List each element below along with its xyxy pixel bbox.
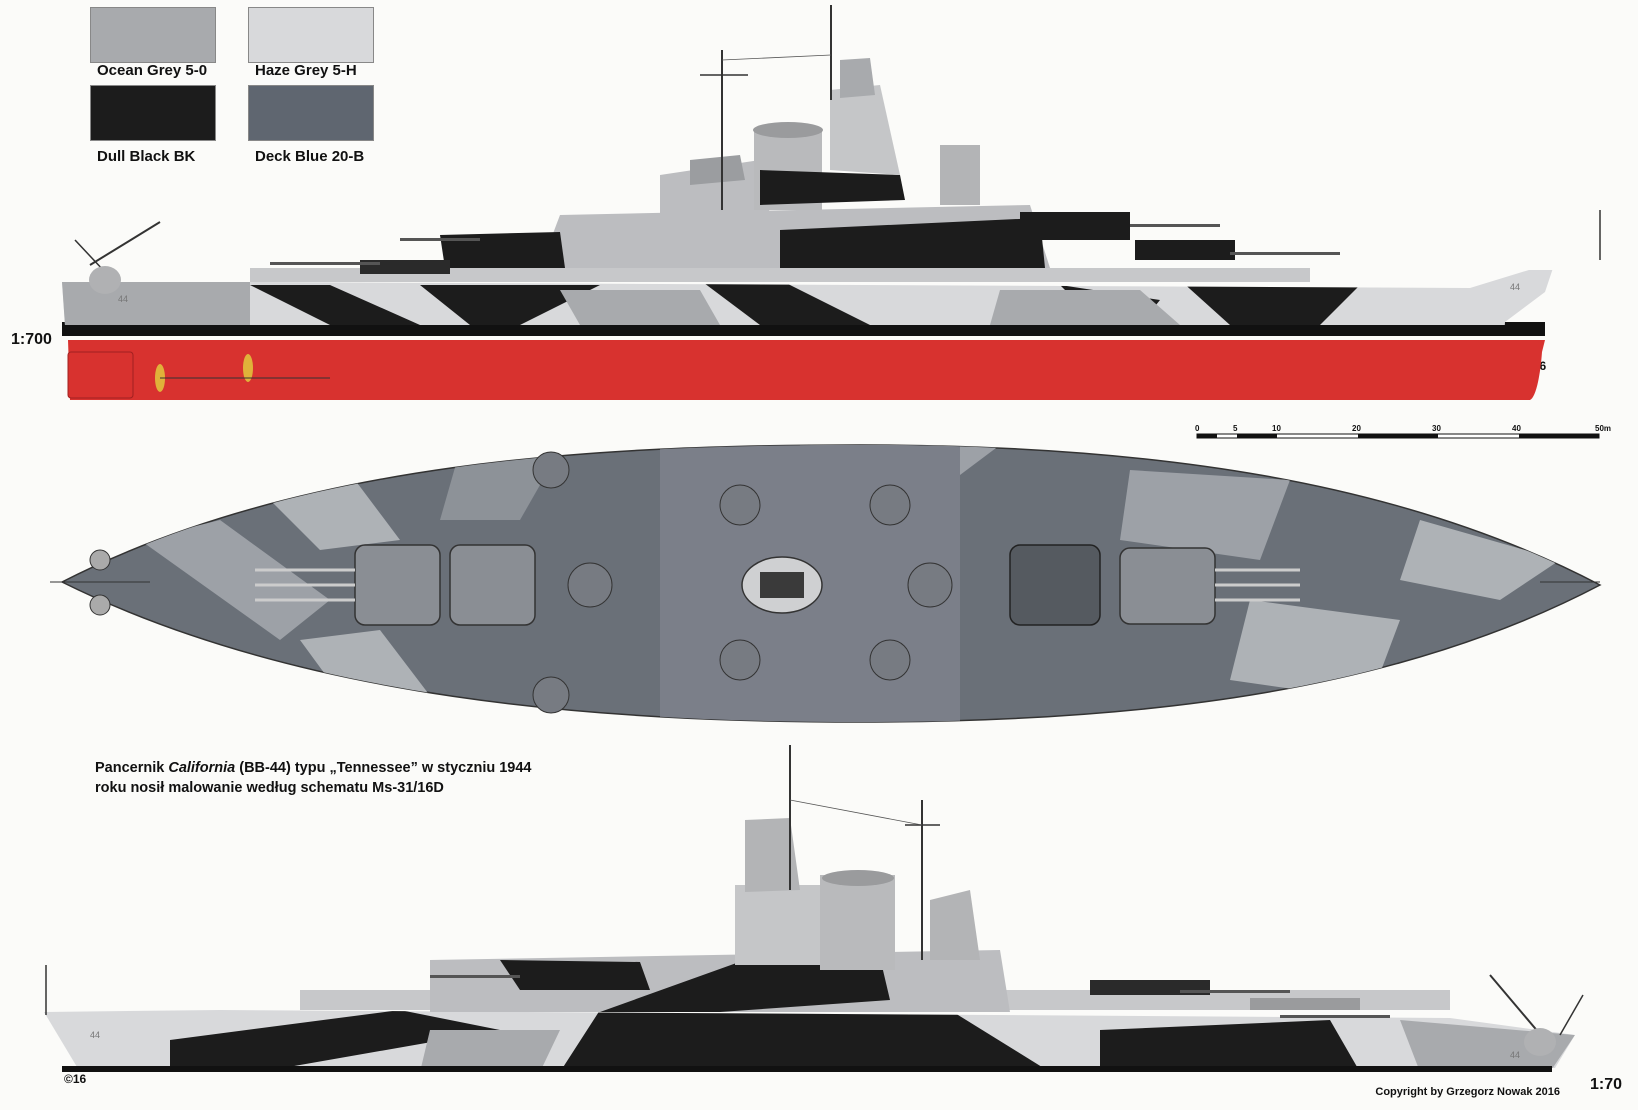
hull-number-bow: 44: [1510, 282, 1520, 292]
boot-top-stripe: [62, 322, 1545, 336]
legend-label-dull-black: Dull Black BK: [97, 148, 196, 165]
caption-suffix: (BB-44) typu „Tennessee” w styczniu 1944: [235, 760, 532, 776]
swatch-haze-grey: [248, 7, 374, 63]
scale-tick-0: 0: [1195, 424, 1200, 433]
scale-tick-50m: 50m: [1595, 424, 1611, 433]
profile-view-bottom: 44 44: [44, 745, 1584, 1072]
scale-bar: 0 5 10 20 30 40 50m: [1195, 424, 1611, 439]
legend-label-ocean-grey: Ocean Grey 5-0: [97, 62, 208, 79]
caption-line-2: roku nosił malowanie według schematu Ms-…: [95, 780, 444, 796]
profile-view-top: 44 44: [62, 5, 1601, 400]
scale-label-top: 1:700: [11, 331, 52, 348]
hull-number-bottom-bow: 44: [90, 1030, 100, 1040]
caption-prefix: Pancernik: [95, 760, 169, 776]
hull-number-bottom-stern: 44: [1510, 1050, 1520, 1060]
legend-label-haze-grey: Haze Grey 5-H: [255, 62, 357, 79]
caption-ship-name: California: [168, 760, 236, 776]
swatch-dull-black: [90, 85, 216, 141]
copyright-mark-bottom: ©16: [64, 1072, 87, 1086]
legend-label-deck-blue: Deck Blue 20-B: [255, 148, 365, 165]
scale-label-bottom: 1:70: [1590, 1076, 1623, 1093]
caption: Pancernik California (BB-44) typu „Tenne…: [95, 758, 532, 798]
plan-view: [50, 444, 1602, 723]
scale-tick-10: 10: [1272, 424, 1281, 433]
swatch-ocean-grey: [90, 7, 216, 63]
caption-line-1: Pancernik California (BB-44) typu „Tenne…: [95, 758, 532, 778]
hull-red-underbody: [68, 340, 1545, 400]
hull-number-stern: 44: [118, 294, 128, 304]
scale-tick-20: 20: [1352, 424, 1361, 433]
scale-tick-40: 40: [1512, 424, 1521, 433]
scale-tick-5: 5: [1233, 424, 1238, 433]
copyright: Copyright by Grzegorz Nowak 2016: [1375, 1086, 1560, 1098]
scale-tick-30: 30: [1432, 424, 1441, 433]
swatch-deck-blue: [248, 85, 374, 141]
